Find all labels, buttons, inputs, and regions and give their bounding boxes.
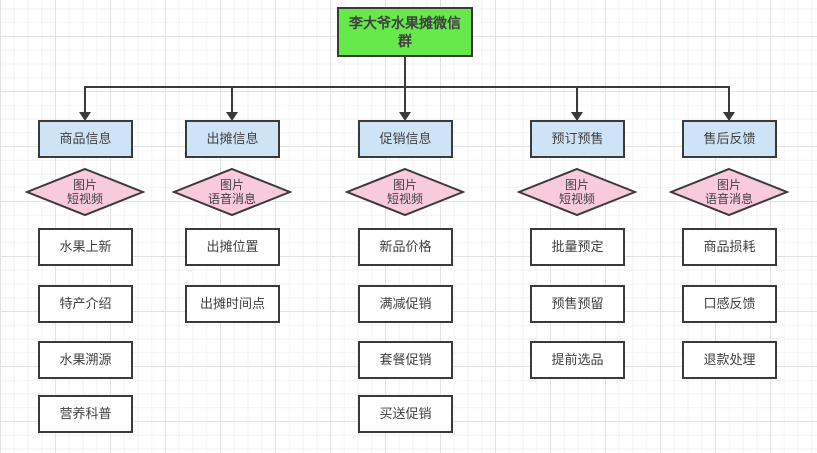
gate-line-2: 短视频 (386, 192, 423, 206)
branch-box-aftersales[interactable]: 售后反馈 (682, 120, 777, 158)
arrowhead-icon (226, 112, 238, 121)
leaf-box[interactable]: 满减促销 (358, 285, 453, 323)
connector-drop-1 (84, 88, 86, 113)
branch-box-preorder[interactable]: 预订预售 (530, 120, 625, 158)
connector-drop-3 (404, 88, 406, 113)
leaf-box[interactable]: 出摊时间点 (185, 285, 280, 323)
diamond-shape-icon (172, 167, 292, 217)
gate-line-1: 图片 (72, 178, 97, 192)
gate-line-2: 语音消息 (207, 192, 256, 206)
connector-drop-5 (728, 88, 730, 113)
gate-label: 图片 短视频 (25, 167, 145, 217)
gate-diamond-stall-info[interactable]: 图片 语音消息 (172, 167, 292, 217)
gate-diamond-preorder[interactable]: 图片 短视频 (517, 167, 637, 217)
leaf-box[interactable]: 买送促销 (358, 395, 453, 433)
leaf-box[interactable]: 出摊位置 (185, 228, 280, 266)
leaf-box[interactable]: 退款处理 (682, 341, 777, 379)
diamond-shape-icon (669, 167, 789, 217)
root-node[interactable]: 李大爷水果摊微信群 (337, 7, 473, 57)
connector-drop-2 (231, 88, 233, 113)
branch-box-goods-info[interactable]: 商品信息 (38, 120, 133, 158)
arrowhead-icon (723, 112, 735, 121)
gate-line-1: 图片 (564, 178, 589, 192)
diamond-shape-icon (517, 167, 637, 217)
gate-line-1: 图片 (219, 178, 244, 192)
gate-label: 图片 短视频 (517, 167, 637, 217)
gate-line-1: 图片 (716, 178, 741, 192)
gate-line-2: 语音消息 (704, 192, 753, 206)
arrowhead-icon (571, 112, 583, 121)
gate-label: 图片 语音消息 (669, 167, 789, 217)
leaf-box[interactable]: 商品损耗 (682, 228, 777, 266)
connector-root-vertical (404, 57, 406, 87)
gate-label: 图片 短视频 (345, 167, 465, 217)
branch-box-promo-info[interactable]: 促销信息 (358, 120, 453, 158)
gate-diamond-goods-info[interactable]: 图片 短视频 (25, 167, 145, 217)
leaf-box[interactable]: 新品价格 (358, 228, 453, 266)
leaf-box[interactable]: 水果溯源 (38, 341, 133, 379)
gate-diamond-promo-info[interactable]: 图片 短视频 (345, 167, 465, 217)
leaf-box[interactable]: 套餐促销 (358, 341, 453, 379)
leaf-box[interactable]: 预售预留 (530, 285, 625, 323)
gate-line-2: 短视频 (66, 192, 103, 206)
arrowhead-icon (79, 112, 91, 121)
diamond-shape-icon (345, 167, 465, 217)
connector-drop-4 (576, 88, 578, 113)
branch-box-stall-info[interactable]: 出摊信息 (185, 120, 280, 158)
gate-diamond-aftersales[interactable]: 图片 语音消息 (669, 167, 789, 217)
gate-line-2: 短视频 (558, 192, 595, 206)
leaf-box[interactable]: 营养科普 (38, 395, 133, 433)
leaf-box[interactable]: 水果上新 (38, 228, 133, 266)
gate-line-1: 图片 (392, 178, 417, 192)
leaf-box[interactable]: 提前选品 (530, 341, 625, 379)
connector-horizontal (84, 86, 730, 88)
leaf-box[interactable]: 特产介绍 (38, 285, 133, 323)
leaf-box[interactable]: 口感反馈 (682, 285, 777, 323)
diamond-shape-icon (25, 167, 145, 217)
leaf-box[interactable]: 批量预定 (530, 228, 625, 266)
gate-label: 图片 语音消息 (172, 167, 292, 217)
arrowhead-icon (399, 112, 411, 121)
